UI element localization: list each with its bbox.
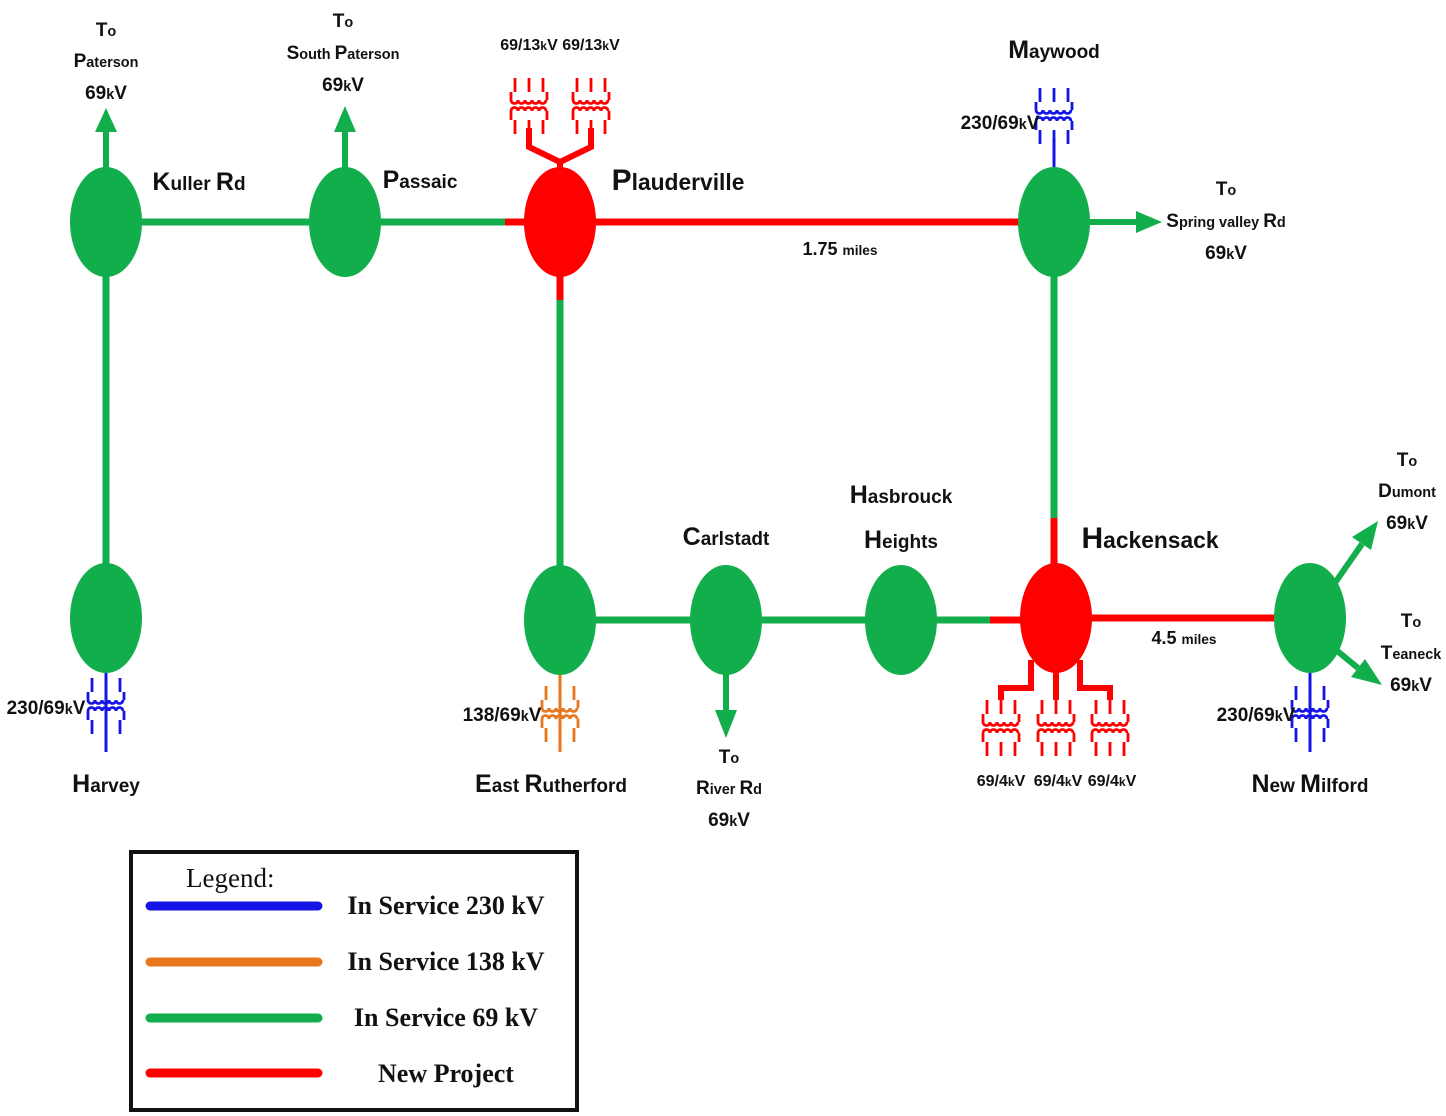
node-carlstadt <box>690 565 762 675</box>
dest-dumont-name: Dumont <box>1378 481 1436 502</box>
arrow-head-paterson <box>95 108 117 132</box>
transmission-lines <box>102 218 1310 624</box>
label-carlstadt: Carlstadt <box>683 523 770 551</box>
rating-hackensack-3: 69/4kV <box>1088 773 1137 790</box>
distance-labels: 1.75 miles 4.5 miles <box>802 239 1216 648</box>
station-labels: Kuller Rd Passaic Plauderville Maywood H… <box>72 36 1368 798</box>
node-hasbrouck-heights <box>865 565 937 675</box>
label-hackensack: Hackensack <box>1081 522 1218 555</box>
dest-dumont-to: To <box>1397 450 1418 471</box>
rating-maywood: 230/69kV <box>961 113 1040 134</box>
label-hasbrouck-line1: Hasbrouck <box>850 481 953 509</box>
label-hasbrouck-line2: Heights <box>864 526 938 554</box>
label-kuller-rd: Kuller Rd <box>152 168 245 196</box>
rating-hackensack-1: 69/4kV <box>977 773 1026 790</box>
dest-south-paterson-to: To <box>333 11 354 32</box>
arrow-head-teaneck <box>1351 659 1382 685</box>
dest-river-rd-kv: 69kV <box>708 810 750 831</box>
arrow-head-spring-valley <box>1136 211 1162 233</box>
transformer-plauderville-1-icon <box>509 76 549 136</box>
legend-label-new-project: New Project <box>378 1059 514 1088</box>
dest-spring-valley-name: Spring valley Rd <box>1166 211 1286 232</box>
legend-label-230kv: In Service 230 kV <box>347 891 544 920</box>
dest-south-paterson-name: South Paterson <box>287 43 400 64</box>
rating-east-rutherford: 138/69kV <box>463 705 542 726</box>
transformer-labels: 230/69kV 138/69kV 230/69kV 230/69kV 69/1… <box>7 37 1296 790</box>
node-passaic <box>309 167 381 277</box>
node-harvey <box>70 563 142 673</box>
legend-label-69kv: In Service 69 kV <box>354 1003 538 1032</box>
rating-hackensack-2: 69/4kV <box>1034 773 1083 790</box>
node-hackensack <box>1020 563 1092 673</box>
dest-teaneck-kv: 69kV <box>1390 675 1432 696</box>
arrow-head-dumont <box>1352 521 1378 550</box>
rating-harvey: 230/69kV <box>7 698 86 719</box>
legend: Legend: In Service 230 kV In Service 138… <box>129 850 579 1112</box>
label-harvey: Harvey <box>72 770 140 798</box>
legend-label-138kv: In Service 138 kV <box>347 947 544 976</box>
destination-labels: To Paterson 69kV To South Paterson 69kV … <box>74 11 1443 831</box>
node-maywood <box>1018 167 1090 277</box>
rating-new-milford: 230/69kV <box>1217 705 1296 726</box>
arrow-head-south-paterson <box>334 106 356 132</box>
label-passaic: Passaic <box>383 166 458 194</box>
rating-plauderville-2: 69/13kV <box>562 37 620 54</box>
label-new-milford: New Milford <box>1251 770 1368 798</box>
rating-plauderville-1: 69/13kV <box>500 37 558 54</box>
distance-plauderville-maywood: 1.75 miles <box>802 239 877 259</box>
transformer-hackensack-2-icon <box>1036 698 1076 758</box>
transformer-hackensack-3-icon <box>1090 698 1130 758</box>
arrow-head-river-rd <box>715 710 737 738</box>
distance-hackensack-new-milford: 4.5 miles <box>1152 628 1217 648</box>
label-plauderville: Plauderville <box>612 164 745 197</box>
node-east-rutherford <box>524 565 596 675</box>
transformer-hackensack-1-icon <box>981 698 1021 758</box>
node-plauderville <box>524 167 596 277</box>
connector-plauderville <box>526 128 594 166</box>
dest-paterson-name: Paterson <box>74 51 139 72</box>
node-kuller-rd <box>70 167 142 277</box>
dest-river-rd-name: River Rd <box>696 778 762 799</box>
dest-teaneck-to: To <box>1401 611 1422 632</box>
dest-teaneck-name: Teaneck <box>1381 643 1443 664</box>
dest-spring-valley-kv: 69kV <box>1205 243 1247 264</box>
transformer-maywood-icon <box>1034 86 1074 146</box>
connector-hackensack-right <box>1077 660 1113 700</box>
legend-frame <box>129 850 579 1112</box>
dest-south-paterson-kv: 69kV <box>322 75 364 96</box>
dest-dumont-kv: 69kV <box>1386 513 1428 534</box>
connector-hackensack <box>998 660 1034 700</box>
dest-paterson-to: To <box>96 20 117 41</box>
label-maywood: Maywood <box>1008 36 1100 64</box>
label-east-rutherford: East Rutherford <box>475 770 627 798</box>
dest-spring-valley-to: To <box>1216 179 1237 200</box>
dest-river-rd-to: To <box>719 747 740 768</box>
transformer-plauderville-2-icon <box>571 76 611 136</box>
substations <box>70 167 1346 675</box>
node-new-milford <box>1274 563 1346 673</box>
legend-title: Legend: <box>186 863 274 893</box>
dest-paterson-kv: 69kV <box>85 83 127 104</box>
